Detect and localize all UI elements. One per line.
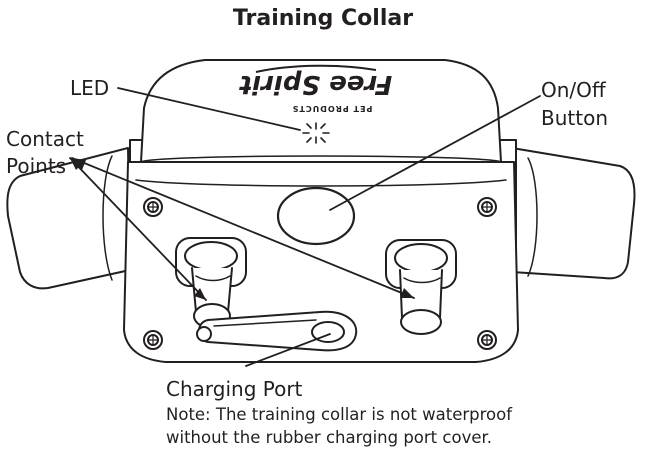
note-line1: Note: The training collar is not waterpr… [166,405,513,424]
diagram-title: Training Collar [232,6,414,31]
logo-tagline-text: PET PRODUCTS [292,104,373,113]
screw-bottom-right [477,330,497,350]
led-label: LED [70,76,110,100]
contact-label-line2: Points [6,154,67,178]
screw-top-right [477,197,497,217]
led-indicator [302,122,330,144]
note-line2: without the rubber charging port cover. [166,428,492,447]
contact-pointer-line-left [69,157,207,301]
onoff-label-line1: On/Off [541,78,606,102]
pointer-heads [70,158,414,300]
contact-label-line1: Contact [6,127,84,151]
brand-logo: Free Spirit PET PRODUCTS [238,64,392,113]
on-off-button [276,186,356,246]
on-off-button-label: On/Off Button [541,76,608,132]
contact-point-right [385,239,457,335]
logo-swoosh [255,64,377,73]
callout-lines [69,87,541,367]
screw-bottom-left [143,330,163,350]
onoff-pointer-line [329,95,541,211]
screw-top-left [143,197,163,217]
logo-brand-text: Free Spirit [238,69,392,99]
charging-port-label: Charging Port [166,377,303,401]
collar-housing-top [139,59,503,181]
onoff-label-line2: Button [541,106,608,130]
contact-point-left [175,237,247,329]
contact-points-label: Contact Points [6,126,84,180]
led-pointer-line [117,87,301,131]
contact-pointer-line-right [71,157,415,299]
charging-pointer-line [245,333,331,367]
waterproof-note: Note: The training collar is not waterpr… [166,403,512,449]
